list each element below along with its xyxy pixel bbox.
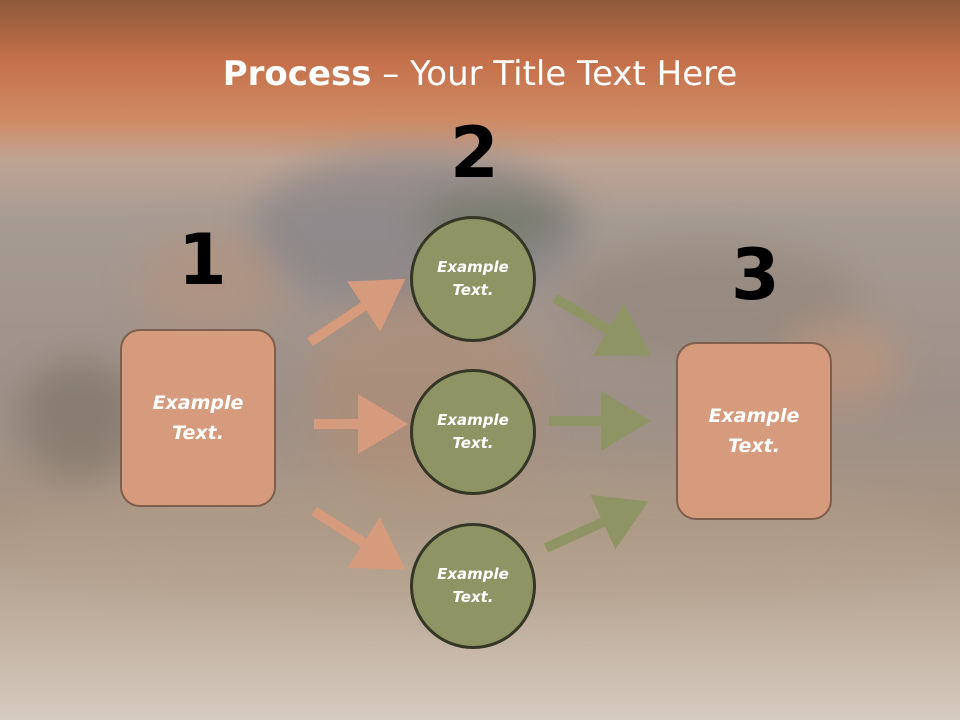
arrow-circle-3-to-3 (543, 494, 649, 553)
step-number-1: 1 (178, 219, 227, 301)
step-2-circle-3: Example Text. (410, 523, 536, 649)
title-rest: – Your Title Text Here (371, 54, 738, 94)
title-bold: Process (222, 54, 372, 94)
arrow-1-to-circle-3 (311, 506, 406, 570)
step-number-2: 2 (450, 112, 499, 194)
step-2-circle-1: Example Text. (410, 216, 536, 342)
circle-3-text: Example Text. (437, 565, 509, 606)
step-1-box: Example Text. (120, 329, 276, 507)
step-3-box: Example Text. (676, 342, 832, 520)
background-photo-blur (140, 230, 280, 340)
step-2-circle-2: Example Text. (410, 369, 536, 495)
circle-1-text: Example Text. (437, 258, 509, 299)
step-1-text: Example Text. (152, 392, 244, 444)
circle-2-text: Example Text. (437, 411, 509, 452)
step-number-3: 3 (731, 234, 780, 316)
arrow-circle-1-to-3 (552, 293, 652, 356)
step-3-text: Example Text. (708, 405, 800, 457)
arrow-1-to-circle-1 (307, 278, 406, 347)
slide-title: Process – Your Title Text Here (0, 52, 960, 96)
